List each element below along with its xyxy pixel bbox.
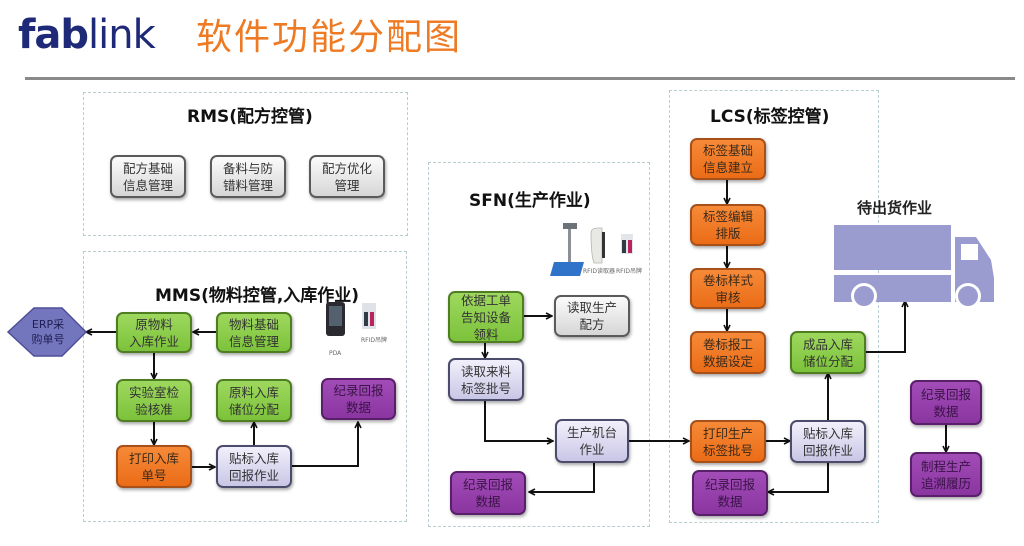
sfn-read-label-box[interactable]: 读取来料 标签批号 bbox=[448, 358, 524, 401]
rms-title: RMS(配方控管) bbox=[187, 107, 313, 127]
shipping-history-box[interactable]: 制程生产 追溯履历 bbox=[910, 452, 982, 497]
erp-purchase-order: ERP采 购单号 bbox=[31, 318, 65, 346]
rms-prep-mistake-box[interactable]: 备料与防 错料管理 bbox=[210, 155, 286, 198]
lcs-title: LCS(标签控管) bbox=[710, 107, 830, 127]
arrow-read-label-to-machine bbox=[484, 401, 553, 441]
truck-icon bbox=[834, 225, 994, 309]
mms-section bbox=[83, 251, 407, 522]
arrow-location-to-truck bbox=[865, 301, 905, 353]
shipping-title: 待出货作业 bbox=[857, 199, 933, 217]
sfn-machine-box[interactable]: 生产机台 作业 bbox=[555, 419, 629, 463]
lcs-record-box[interactable]: 纪录回报 数据 bbox=[692, 470, 768, 516]
rms-section bbox=[83, 92, 408, 236]
lcs-label-base-box[interactable]: 标签基础 信息建立 bbox=[690, 138, 766, 180]
lcs-product-location-box[interactable]: 成品入库 储位分配 bbox=[790, 331, 866, 374]
pda-device-icon bbox=[326, 302, 345, 336]
mms-raw-location-box[interactable]: 原料入库 储位分配 bbox=[216, 379, 292, 422]
lcs-report-setting-box[interactable]: 卷标报工 数据设定 bbox=[690, 331, 766, 374]
arrow-machine-to-record bbox=[529, 462, 595, 492]
page-title: 软件功能分配图 bbox=[196, 17, 463, 58]
rms-recipe-optimize-box[interactable]: 配方优化 管理 bbox=[309, 155, 385, 198]
lcs-label-edit-box[interactable]: 标签编辑 排版 bbox=[690, 204, 766, 246]
mms-print-no-box[interactable]: 打印入库 单号 bbox=[116, 445, 192, 488]
erp-shape bbox=[6, 307, 88, 357]
mms-lab-check-box[interactable]: 实验室检 验核准 bbox=[116, 379, 192, 422]
rfid-tag-label: RFID吊牌 bbox=[361, 337, 388, 344]
scale-device-icon bbox=[550, 223, 584, 276]
lcs-label-report-box[interactable]: 贴标入库 回报作业 bbox=[790, 420, 866, 463]
arrow-label-to-record bbox=[291, 422, 358, 467]
header-divider bbox=[25, 77, 1015, 80]
sfn-record-box[interactable]: 纪录回报 数据 bbox=[450, 471, 526, 515]
mms-title: MMS(物料控管,入库作业) bbox=[155, 286, 360, 306]
pda-label: PDA bbox=[329, 350, 342, 357]
rfid-tag-icon bbox=[362, 303, 376, 329]
arrow-label-report-to-record bbox=[768, 462, 829, 492]
lcs-style-review-box[interactable]: 卷标样式 审核 bbox=[690, 268, 766, 309]
mms-label-report-box[interactable]: 贴标入库 回报作业 bbox=[216, 445, 292, 488]
rfid-reader-icon bbox=[590, 227, 605, 264]
logo-light-text: link bbox=[88, 12, 156, 58]
logo-bold-text: fab bbox=[18, 12, 89, 58]
fablink-logo: fablink bbox=[18, 10, 156, 60]
mms-raw-in-box[interactable]: 原物料 入库作业 bbox=[116, 312, 192, 353]
rfid-tag-label-sfn: RFID吊牌 bbox=[616, 268, 643, 275]
rfid-tag-icon-sfn bbox=[621, 234, 633, 254]
lcs-section bbox=[669, 90, 879, 523]
mms-material-info-box[interactable]: 物料基础 信息管理 bbox=[216, 312, 292, 353]
sfn-title: SFN(生产作业) bbox=[469, 191, 591, 211]
rfid-reader-label: RFID读取器 bbox=[583, 268, 616, 275]
sfn-read-recipe-box[interactable]: 读取生产 配方 bbox=[554, 295, 630, 337]
lcs-print-batch-box[interactable]: 打印生产 标签批号 bbox=[690, 420, 766, 463]
mms-record-box[interactable]: 纪录回报 数据 bbox=[321, 378, 396, 420]
sfn-section bbox=[428, 162, 650, 527]
sfn-work-order-box[interactable]: 依据工单 告知设备 领料 bbox=[448, 291, 524, 343]
rms-recipe-info-box[interactable]: 配方基础 信息管理 bbox=[110, 155, 186, 198]
shipping-record-box[interactable]: 纪录回报 数据 bbox=[910, 380, 982, 425]
